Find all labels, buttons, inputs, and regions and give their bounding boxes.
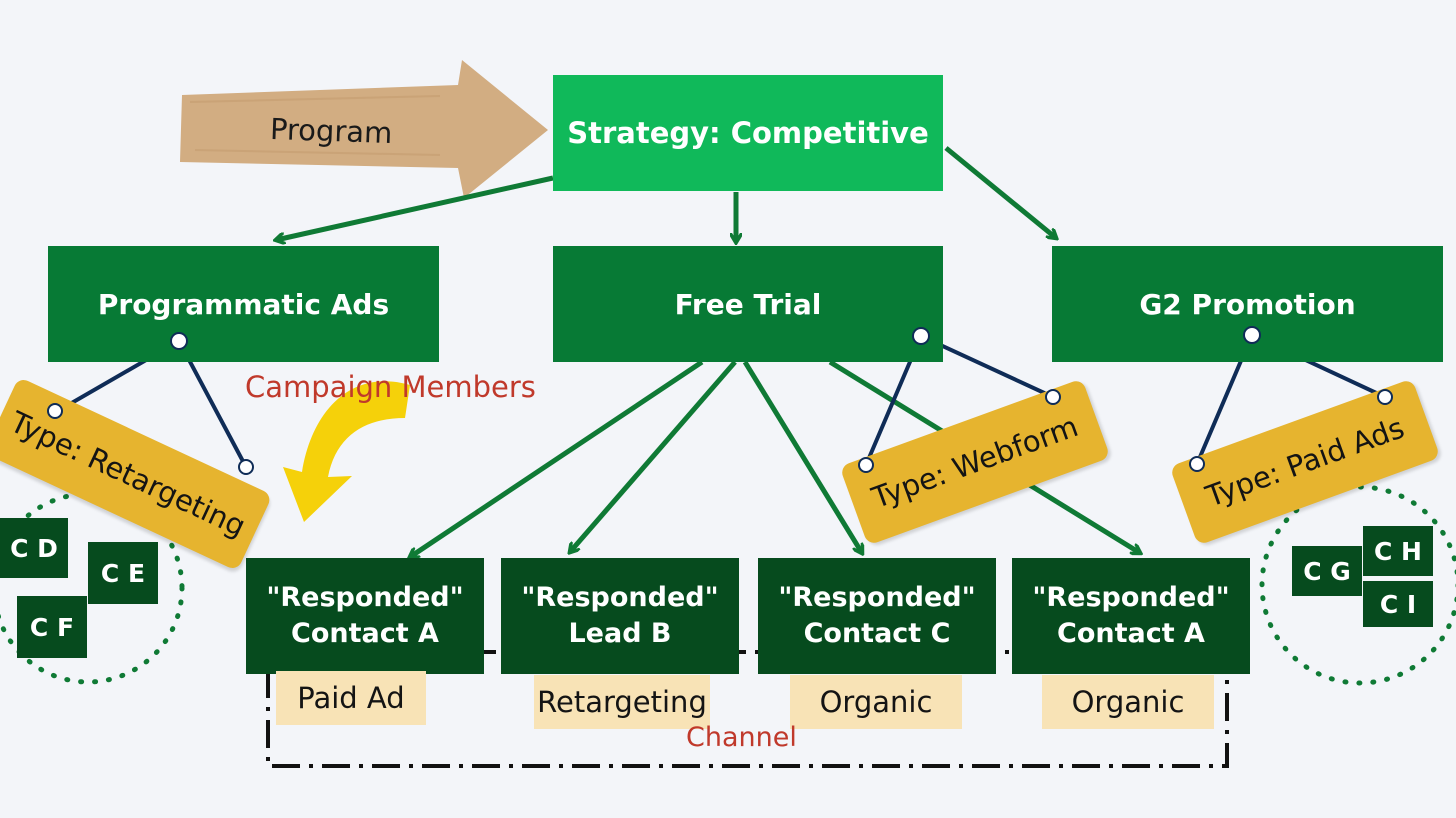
tag-hole-retargeting-left: [47, 403, 63, 419]
member-box-cg: C G: [1292, 546, 1362, 596]
arrow-free-trial-to-resp-3: [742, 360, 862, 553]
member-box-ce: C E: [88, 542, 158, 604]
responded-member: Lead B: [568, 618, 672, 649]
program-label-g2-promotion: G2 Promotion: [1139, 287, 1356, 321]
member-box-ci: C I: [1363, 581, 1433, 627]
responded-box-4: "Responded" Contact A: [1012, 558, 1250, 674]
responded-status: "Responded": [266, 582, 464, 613]
responded-status: "Responded": [778, 582, 976, 613]
arrow-free-trial-to-resp-1: [410, 359, 704, 557]
channel-tag-3: Organic: [790, 675, 962, 729]
program-box-free-trial: Free Trial: [553, 246, 943, 362]
program-label-free-trial: Free Trial: [674, 287, 822, 321]
responded-member: Contact A: [291, 618, 439, 649]
responded-status: "Responded": [1032, 582, 1230, 613]
members-circle-right: [1259, 484, 1456, 686]
program-box-g2-promotion: G2 Promotion: [1052, 246, 1443, 362]
channel-tag-1: Paid Ad: [276, 671, 426, 725]
strategy-label: Strategy: Competitive: [567, 116, 929, 150]
connector-dot-programmatic: [170, 332, 188, 350]
strategy-box: Strategy: Competitive: [553, 75, 943, 191]
arrow-strategy-to-programmatic: [276, 175, 554, 240]
responded-box-1: "Responded" Contact A: [246, 558, 484, 674]
member-box-cf: C F: [17, 596, 87, 658]
program-box-programmatic-ads: Programmatic Ads: [48, 246, 439, 362]
tag-hole-retargeting-right: [238, 459, 254, 475]
arrow-free-trial-to-resp-2: [570, 360, 737, 552]
tag-hole-webform-right: [1045, 389, 1061, 405]
responded-box-2: "Responded" Lead B: [501, 558, 739, 674]
connector-dot-g2: [1243, 326, 1261, 344]
responded-box-3: "Responded" Contact C: [758, 558, 996, 674]
connector-dot-free-trial: [912, 327, 930, 345]
arrow-strategy-to-g2: [944, 146, 1056, 238]
channel-tag-4: Organic: [1042, 675, 1214, 729]
member-box-ch: C H: [1363, 526, 1433, 576]
campaign-members-curved-arrow: [283, 381, 410, 522]
members-circle-left: [0, 491, 185, 685]
program-label-programmatic-ads: Programmatic Ads: [97, 287, 390, 321]
responded-member: Contact C: [803, 618, 951, 649]
member-box-cd: C D: [0, 518, 68, 578]
responded-status: "Responded": [521, 582, 719, 613]
program-arrow-shape: [180, 60, 548, 198]
responded-member: Contact A: [1057, 618, 1205, 649]
tag-hole-paidads-right: [1377, 389, 1393, 405]
campaign-members-label: Campaign Members: [245, 370, 536, 404]
channel-label: Channel: [686, 722, 797, 753]
tag-hole-webform-left: [858, 457, 874, 473]
program-label: Program: [269, 111, 393, 151]
channel-frame: [266, 650, 1229, 768]
channel-tag-2: Retargeting: [534, 675, 710, 729]
tag-hole-paidads-left: [1189, 456, 1205, 472]
